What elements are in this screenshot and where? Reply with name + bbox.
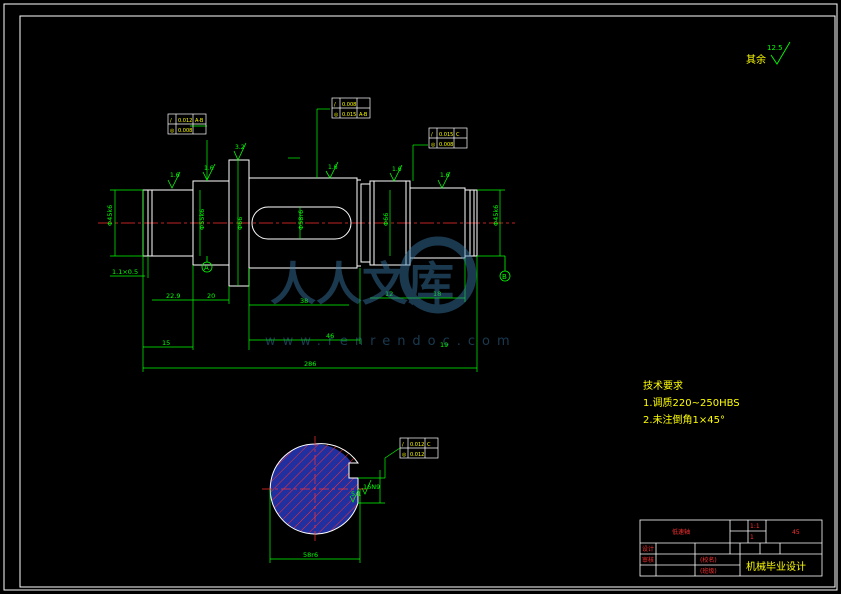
section-dims [269,447,401,563]
roughness-rest-symbol [770,41,791,65]
dim-d-left: Φ45k6 [106,205,114,226]
inner-frame [19,15,836,588]
dim-l8: 19 [440,341,448,349]
tol-symbol: ◎ [402,452,407,458]
roughness-value: 1.6 [328,164,338,171]
outer-frame [3,3,838,591]
dim-l4: 38 [300,297,308,305]
class-label: (班级) [700,567,717,575]
tol-symbol: / [431,132,433,138]
tol-value: 0.012 [410,442,424,448]
dim-d-collar: Φ66 [236,217,244,230]
part-name: 低速轴 [672,528,690,536]
tol-value: 0.012 [410,452,424,458]
dim-d-seat1: Φ55k6 [198,209,206,230]
watermark-url: www.renrendoc.com [265,334,517,349]
tol-datum: A-B [195,118,204,124]
section-dia-dim: 58r6 [303,551,318,559]
tech-req-item: 2.未注倒角1×45° [643,413,725,426]
tol-symbol: ◎ [170,128,175,134]
section-view [262,436,370,542]
dim-d-ring: Φ66 [382,213,390,226]
tech-req-item: 1.调质220~250HBS [643,397,740,409]
dim-chamfer: 1.1×0.5 [112,268,138,276]
tol-datum: C [456,132,460,138]
dim-l1: 22.9 [166,292,180,300]
tol-symbol: ◎ [334,112,339,118]
tolerance-values: / 0.012 A-B ◎ 0.008 / 0.008 ◎ 0.015 A-B … [170,102,460,458]
scale-value: 1:1 [750,523,760,530]
roughness-value: 1.6 [440,172,450,179]
datum-markers [201,256,511,282]
material-value: 45 [792,529,800,536]
section-depth-dim: 5.1 [351,490,361,498]
roughness-value: 1.6 [204,165,214,172]
dim-d-key: Φ58r6 [297,210,305,230]
dim-l2: 20 [207,292,215,300]
tol-symbol: / [334,102,336,108]
tol-datum: A-B [359,112,368,118]
qty-value: 1 [750,534,754,541]
drawn-label: 设计 [642,545,654,553]
dim-d-right: Φ45k6 [492,205,500,226]
tol-value: 0.008 [178,128,192,134]
watermark-text: 人人文库 [270,257,454,311]
tol-symbol: / [402,442,404,448]
dim-l7: 18 [433,290,441,298]
tol-datum: C [427,442,431,448]
tech-req-title: 技术要求 [643,379,683,392]
technical-requirements: 技术要求 1.调质220~250HBS 2.未注倒角1×45° [643,379,740,426]
checked-label: 审核 [642,556,654,564]
tol-value: 0.008 [439,142,453,148]
dimension-texts: Φ45k6 Φ55k6 Φ66 Φ58r6 Φ66 Φ45k6 1.1×0.5 … [106,205,500,368]
roughness-value: 1.6 [170,172,180,179]
roughness-value: 3.2 [235,144,245,151]
title-block-texts: 低速轴 1:1 1 45 设计 审核 (校名) (班级) [642,523,800,575]
dim-l6: 12 [385,290,393,298]
tolerance-frames [167,97,468,459]
tol-value: 0.015 [342,112,356,118]
tol-symbol: ◎ [431,142,436,148]
dim-l5: 46 [326,332,334,340]
drawing-footer-title: 机械毕业设计 [746,560,806,573]
tol-value: 0.015 [439,132,453,138]
roughness-value: 1.6 [392,166,402,173]
tol-value: 0.012 [178,118,192,124]
datum-label: A [204,264,209,272]
section-width-dim: 16N9 [363,483,380,491]
dim-l3: 15 [162,339,170,347]
roughness-symbols [167,142,451,189]
dimension-lines [110,108,505,372]
title-block [639,519,823,577]
school-label: (校名) [700,556,717,564]
tol-symbol: / [170,118,172,124]
datum-label: B [502,273,507,281]
roughness-rest-value: 12.5 [767,44,783,52]
watermark: 人人文库 www.renrendoc.com [265,236,517,349]
dim-total: 286 [304,360,316,368]
roughness-rest-label: 其余 [746,53,766,66]
tol-value: 0.008 [342,102,356,108]
shaft-outline [142,159,478,287]
